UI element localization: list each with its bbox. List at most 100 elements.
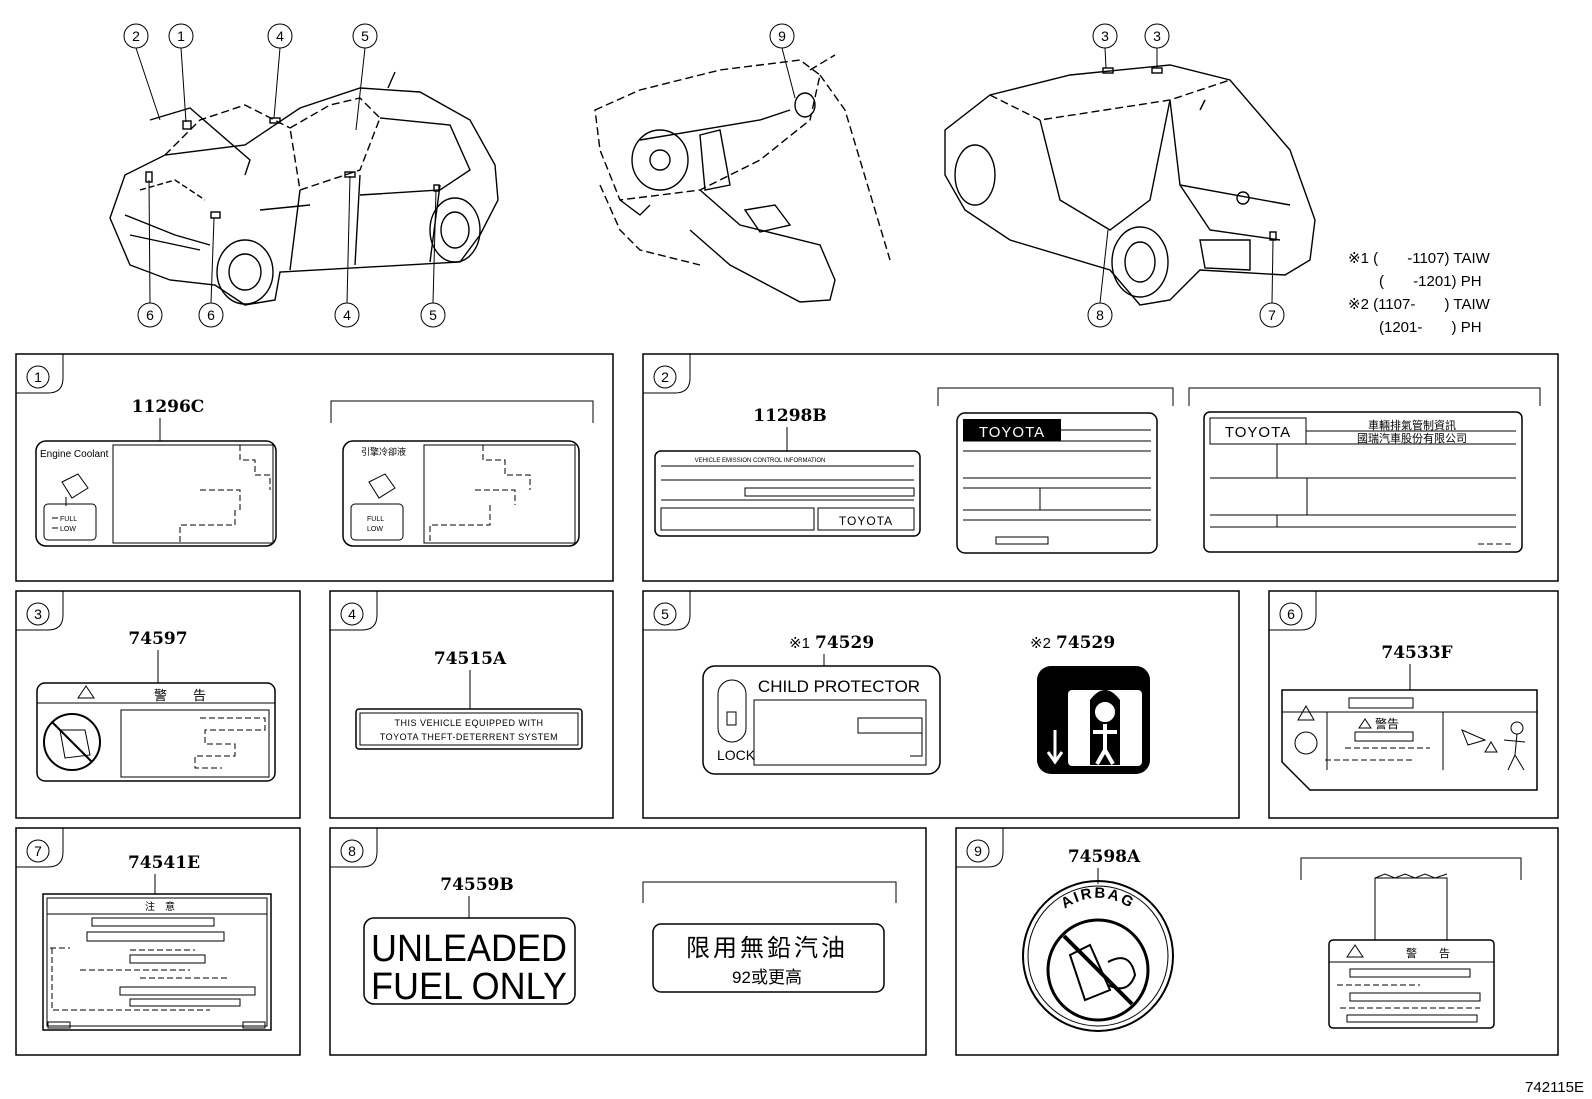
panel-tab-5: 5 [643,591,691,631]
panel-tab-7: 7 [16,828,64,868]
panel-tab-4: 4 [330,591,378,631]
callout-front-4b: 4 [334,302,360,328]
callout-front-4: 4 [267,23,293,49]
callout-interior-9: 9 [769,23,795,49]
panel-tab-3: 3 [16,591,64,631]
panel-6: 74533F 警告 [1281,643,1538,791]
cn-unleaded-text: 限用無鉛汽油 [686,935,848,962]
part-number-74529-b: 74529 [1056,633,1115,653]
svg-text:TOYOTA: TOYOTA [839,514,893,528]
child-protector-title: CHILD PROTECTOR [758,677,920,696]
toyota-logo-text: TOYOTA [979,424,1045,441]
svg-text:LOW: LOW [60,526,76,533]
part-number-74533f: 74533F [1381,643,1452,663]
callout-rear-3b: 3 [1144,23,1170,49]
svg-text:6: 6 [1287,606,1295,622]
panel-2: 11298B VEHICLE EMISSION CONTROL INFORMAT… [654,387,1541,554]
svg-text:3: 3 [1101,28,1109,44]
theft-label-line2: TOYOTA THEFT-DETERRENT SYSTEM [380,732,558,742]
cn-company-name: 國瑞汽車股份有限公司 [1357,431,1467,445]
panel-4: 74515A THIS VEHICLE EQUIPPED WITH TOYOTA… [355,649,583,750]
svg-text:※1: ※1 [789,635,810,652]
svg-text:警 告: 警 告 [154,688,206,703]
front-car-illustration [109,47,499,306]
rear-car-illustration [944,47,1316,306]
svg-text:注 意: 注 意 [145,900,175,913]
svg-text:7: 7 [34,843,42,859]
panel-tab-1: 1 [16,354,64,394]
part-number-11298b: 11298B [753,406,827,426]
panel-tab-2: 2 [643,354,691,394]
svg-text:1: 1 [177,28,185,44]
panel-tab-8: 8 [330,828,378,868]
panel-tab-6: 6 [1269,591,1317,631]
callout-rear-3a: 3 [1092,23,1118,49]
theft-label-line1: THIS VEHICLE EQUIPPED WITH [394,718,543,728]
svg-text:TOYOTA: TOYOTA [1225,424,1291,441]
svg-text:LOW: LOW [367,526,383,533]
note-2b: (1201- ) PH [1379,319,1482,336]
part-number-74598a: 74598A [1068,847,1141,867]
svg-text:5: 5 [429,307,437,323]
part-number-74529-a: 74529 [815,633,874,653]
cn-octane-text: 92或更高 [732,968,802,987]
part-number-74597: 74597 [128,629,187,649]
svg-text:4: 4 [348,606,356,622]
panel-3: 74597 警 告 [36,629,276,782]
svg-text:3: 3 [1153,28,1161,44]
svg-text:9: 9 [974,843,982,859]
svg-text:5: 5 [661,606,669,622]
svg-text:4: 4 [343,307,351,323]
part-number-11296c: 11296C [132,397,205,417]
lock-text: LOCK [717,747,756,763]
applicability-notes: ※1 ( -1107) TAIW ( -1201) PH ※2 (1107- )… [1348,250,1491,336]
callout-front-5b: 5 [420,302,446,328]
callout-rear-7: 7 [1259,302,1285,328]
callout-front-1: 1 [168,23,194,49]
panel-1: 11296C Engine Coolant FULL LOW 引擎冷卻液 FUL… [35,397,594,547]
cn-coolant-label: 引擎冷卻液 [361,446,406,457]
svg-text:VEHICLE EMISSION CONTROL INFOR: VEHICLE EMISSION CONTROL INFORMATION [695,458,826,464]
svg-text:警 告: 警 告 [1406,946,1450,960]
svg-text:8: 8 [1096,307,1104,323]
callout-front-6b: 6 [198,302,224,328]
figure-id: 742115E [1525,1079,1584,1096]
panel-9: 74598A AIRBAG 警 告 [1022,847,1522,1032]
svg-text:6: 6 [207,307,215,323]
callout-front-2: 2 [123,23,149,49]
svg-text:警告: 警告 [1375,716,1399,731]
interior-illustration [594,47,891,303]
svg-text:9: 9 [778,28,786,44]
note-1a: ※1 ( -1107) TAIW [1348,250,1491,267]
note-1b: ( -1201) PH [1379,273,1482,290]
svg-text:※2: ※2 [1030,635,1051,652]
svg-text:7: 7 [1268,307,1276,323]
svg-text:1: 1 [34,369,42,385]
panel-5: ※1 74529 CHILD PROTECTOR LOCK ※2 74529 [702,633,1150,775]
fuel-only-text: FUEL ONLY [371,966,567,1008]
car-callouts: 2 1 4 5 6 6 4 5 9 3 3 8 7 [123,23,1285,328]
callout-rear-8: 8 [1087,302,1113,328]
svg-text:3: 3 [34,606,42,622]
svg-text:4: 4 [276,28,284,44]
panel-8: 74559B UNLEADED FUEL ONLY 限用無鉛汽油 92或更高 [363,875,897,1008]
svg-text:FULL: FULL [367,516,384,523]
panel-tabs: 1 2 3 4 5 6 7 8 9 [16,354,1317,868]
note-2a: ※2 (1107- ) TAIW [1348,296,1491,313]
svg-text:2: 2 [132,28,140,44]
part-number-74515a: 74515A [434,649,507,669]
svg-text:8: 8 [348,843,356,859]
svg-text:6: 6 [146,307,154,323]
cn-emission-title: 車輛排氣管制資訊 [1368,418,1456,432]
callout-front-5: 5 [352,23,378,49]
unleaded-text: UNLEADED [371,928,567,970]
part-number-74541e: 74541E [128,853,200,873]
panel-7: 74541E 注 意 [42,853,272,1031]
svg-text:FULL: FULL [60,516,77,523]
coolant-label: Engine Coolant [40,449,109,460]
callout-front-6a: 6 [137,302,163,328]
svg-text:5: 5 [361,28,369,44]
svg-text:AIRBAG: AIRBAG [1058,885,1138,913]
airbag-ring-text: AIRBAG [1058,885,1136,913]
part-number-74559b: 74559B [440,875,514,895]
